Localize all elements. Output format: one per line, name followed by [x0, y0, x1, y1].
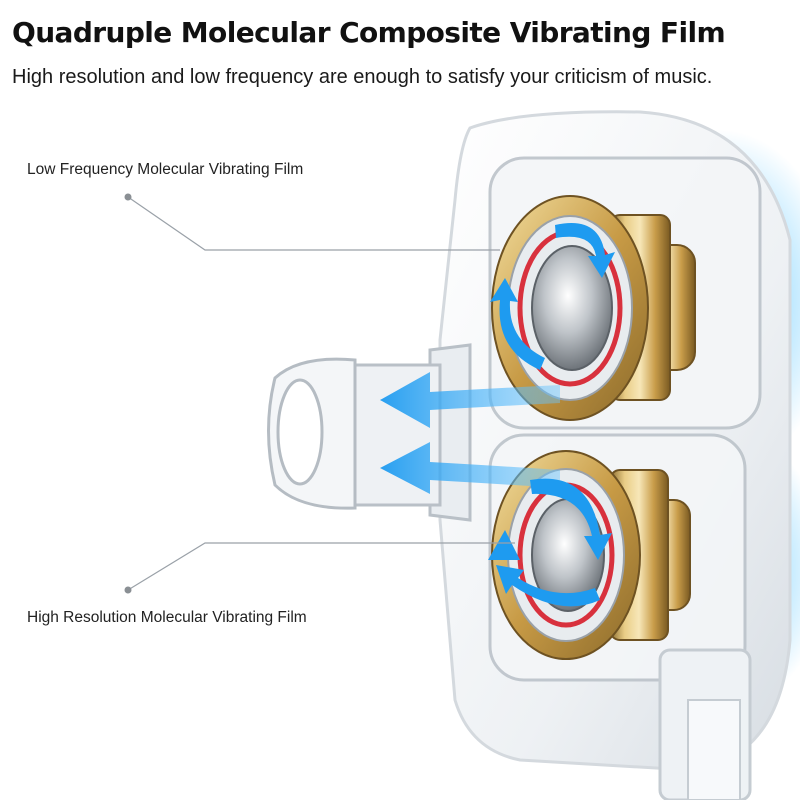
leader-dot-high	[124, 586, 132, 594]
rotation-arrows-upper	[490, 223, 615, 370]
leader-line-high	[127, 542, 515, 591]
cable	[687, 699, 741, 800]
leader-line-low	[127, 196, 500, 251]
sound-arrow-upper	[380, 372, 560, 428]
page-title: Quadruple Molecular Composite Vibrating …	[12, 16, 726, 49]
page-subtitle: High resolution and low frequency are en…	[12, 66, 713, 88]
ear-tip-opening	[276, 378, 324, 486]
leader-dot-low	[124, 193, 132, 201]
sound-arrow-lower	[380, 442, 560, 494]
callout-high-resolution: High Resolution Molecular Vibrating Film	[27, 609, 307, 626]
callout-low-frequency: Low Frequency Molecular Vibrating Film	[27, 161, 304, 178]
rotation-arrows-lower	[488, 478, 612, 607]
upper-driver	[491, 195, 696, 421]
